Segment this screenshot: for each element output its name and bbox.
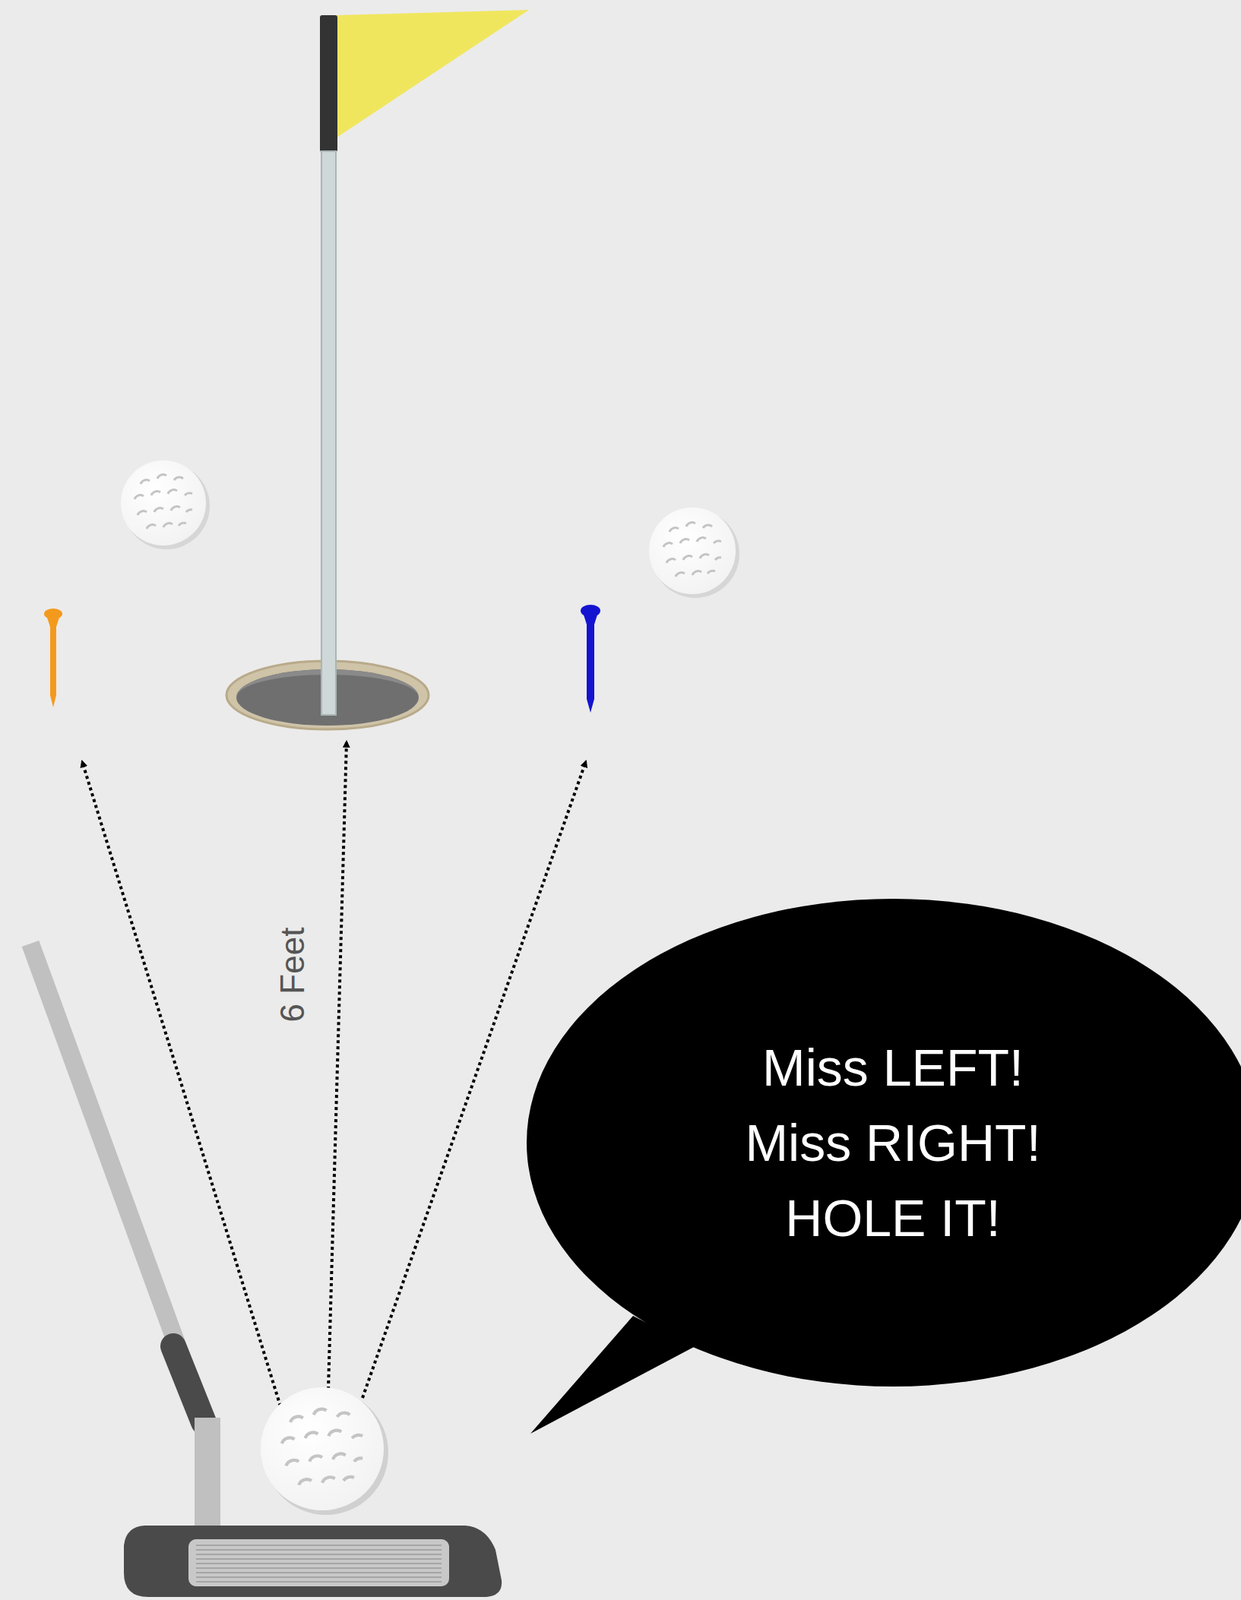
bubble-text: HOLE IT! <box>785 1180 1001 1257</box>
aim-arrow-center <box>328 741 347 1390</box>
golf-ball <box>260 1387 389 1516</box>
distance-label: 6 Feet <box>273 927 312 1023</box>
blue-tee <box>580 604 601 713</box>
orange-tee <box>44 608 63 708</box>
putter <box>30 943 502 1598</box>
flag-pole <box>321 151 336 716</box>
golf-ball <box>648 507 740 599</box>
aim-arrow-left <box>82 761 281 1407</box>
flag <box>336 9 529 138</box>
speech-bubble: Miss LEFT!Miss RIGHT!HOLE IT! <box>525 898 1241 1388</box>
golf-ball <box>120 460 210 550</box>
bubble-text: Miss LEFT! <box>762 1030 1024 1106</box>
bubble-text: Miss RIGHT! <box>744 1105 1041 1181</box>
flag-band <box>319 15 338 152</box>
